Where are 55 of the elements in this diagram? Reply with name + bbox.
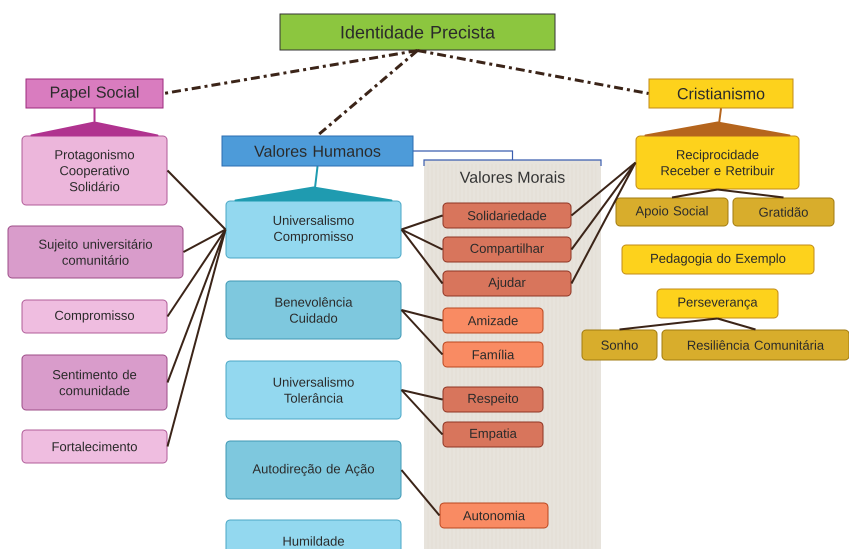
connector-line bbox=[166, 170, 226, 230]
concept-box: Sonho bbox=[582, 330, 658, 360]
concept-box: Pedagogia do Exemplo bbox=[622, 244, 814, 274]
concept-box: Universalismo Compromisso bbox=[226, 200, 402, 258]
dashed-connector bbox=[417, 49, 649, 95]
concept-box: Perseverança bbox=[656, 288, 778, 318]
category-box: Cristianismo bbox=[648, 78, 794, 108]
concept-box: Apoio Social bbox=[616, 198, 728, 226]
category-box: Papel Social bbox=[26, 78, 164, 108]
value-box: Empatia bbox=[442, 422, 544, 448]
connector-line bbox=[570, 162, 636, 216]
concept-box: Resiliência Comunitária bbox=[662, 330, 849, 360]
concept-box: Sentimento de comunidade bbox=[22, 354, 168, 410]
concept-box: Autodireção de Ação bbox=[226, 440, 402, 500]
concept-box: Benevolência Cuidado bbox=[226, 280, 402, 340]
title-box: Identidade Precista bbox=[280, 14, 556, 50]
concept-box: Protagonismo Cooperativo Solidário bbox=[22, 136, 168, 206]
value-box: Família bbox=[442, 342, 544, 368]
connector-line bbox=[401, 214, 443, 230]
dashed-connector bbox=[163, 49, 418, 95]
concept-box: Compromisso bbox=[22, 300, 168, 334]
connector-line bbox=[166, 229, 226, 447]
connector-line bbox=[570, 162, 636, 284]
bracket-line bbox=[414, 150, 514, 160]
connector-line bbox=[400, 228, 444, 284]
value-box: Respeito bbox=[442, 386, 544, 412]
connector-line bbox=[401, 228, 443, 250]
connector-wedge bbox=[234, 166, 392, 202]
concept-box: Sujeito universitário comunitário bbox=[8, 226, 184, 278]
connector-line bbox=[619, 318, 718, 330]
concept-box: Humildade bbox=[226, 520, 402, 549]
connector-line bbox=[400, 469, 440, 516]
concept-box: Fortalecimento bbox=[22, 430, 168, 464]
connector-wedge bbox=[644, 108, 790, 136]
connector-line bbox=[166, 229, 226, 383]
connector-line bbox=[183, 228, 226, 253]
concept-box: Gratidão bbox=[732, 198, 834, 226]
connector-line bbox=[401, 309, 443, 322]
value-box: Ajudar bbox=[442, 270, 572, 296]
connector-line bbox=[166, 228, 226, 318]
dashed-connector bbox=[316, 49, 418, 137]
connector-line bbox=[717, 318, 756, 330]
connector-line bbox=[672, 188, 718, 198]
connector-line bbox=[570, 162, 636, 250]
connector-wedge bbox=[30, 108, 158, 136]
value-box: Compartilhar bbox=[442, 236, 572, 262]
connector-line bbox=[400, 389, 444, 436]
concept-box: Universalismo Tolerância bbox=[226, 360, 402, 420]
connector-line bbox=[401, 389, 443, 400]
value-box: Amizade bbox=[442, 308, 544, 334]
value-box: Solidariedade bbox=[442, 202, 572, 228]
connector-line bbox=[400, 309, 444, 356]
concept-box: Reciprocidade Receber e Retribuir bbox=[636, 136, 800, 190]
category-box: Valores Humanos bbox=[222, 136, 414, 166]
value-box: Autonomia bbox=[440, 502, 548, 528]
